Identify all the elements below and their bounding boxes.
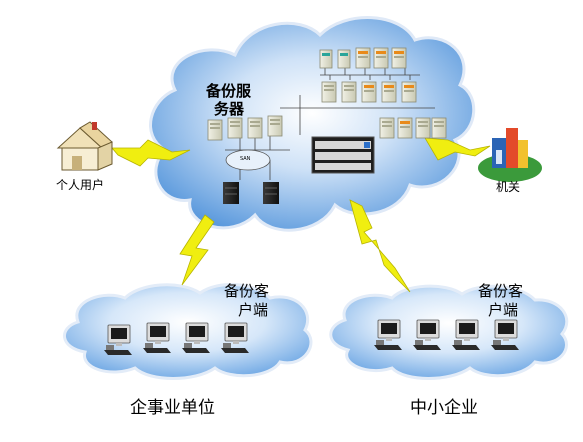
main-cloud — [149, 16, 476, 232]
personal-user-label: 个人用户 — [56, 178, 105, 192]
san-label: SAN — [240, 156, 251, 162]
rack-icon — [223, 182, 279, 204]
enterprise-label: 企事业单位 — [130, 398, 215, 418]
backup-server-label-line2: 务器 — [214, 100, 245, 118]
backup-client-left-line1: 备份客 — [224, 282, 270, 300]
government-label: 机关 — [496, 180, 521, 194]
lightning-enterprise — [179, 214, 215, 286]
storage-array-icon — [311, 136, 375, 174]
lightning-personal — [111, 139, 191, 167]
lightning-sme — [349, 199, 411, 293]
lightning-icon — [111, 137, 491, 293]
backup-client-right-line1: 备份客 — [478, 282, 524, 300]
backup-server-label-line1: 备份服 — [206, 82, 252, 100]
sme-cloud — [329, 284, 569, 380]
backup-client-left-line2: 户端 — [238, 301, 269, 319]
san-cloud — [225, 149, 271, 171]
house-icon — [56, 121, 113, 171]
sme-label: 中小企业 — [410, 398, 478, 418]
building-icon — [478, 128, 542, 182]
lightning-government — [424, 137, 491, 161]
backup-client-right-line2: 户端 — [488, 301, 519, 319]
